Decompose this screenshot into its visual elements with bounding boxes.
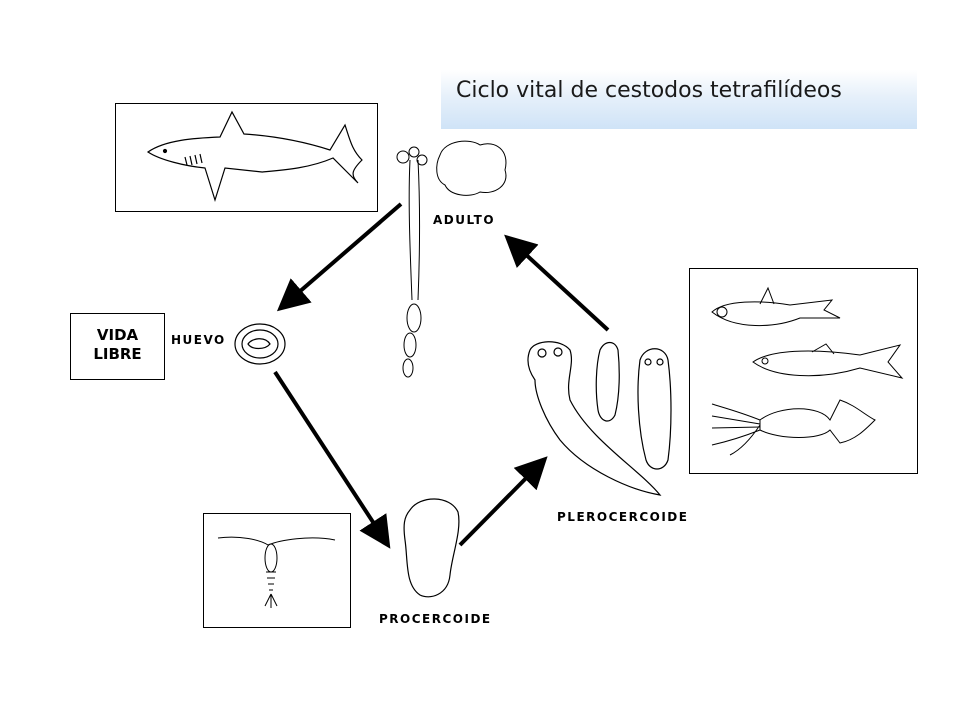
vida-libre-box: VIDA LIBRE xyxy=(70,313,165,380)
label-procercoide: PROCERCOIDE xyxy=(379,612,492,626)
arrow-adult-to-egg xyxy=(276,202,403,312)
diagram-title: Ciclo vital de cestodos tetrafilídeos xyxy=(456,78,842,103)
label-plerocercoide: PLEROCERCOIDE xyxy=(557,510,689,524)
egg-icon xyxy=(234,323,286,365)
vida-libre-line1: VIDA xyxy=(96,326,139,344)
copepod-frame xyxy=(203,513,351,628)
plerocercoid-icons xyxy=(527,341,672,496)
vida-libre-line2: LIBRE xyxy=(93,345,142,363)
copepod-icon xyxy=(217,536,336,608)
arrow-egg-to-procercoid xyxy=(273,370,391,549)
squid-icon xyxy=(711,399,876,456)
title-box: Ciclo vital de cestodos tetrafilídeos xyxy=(441,70,917,129)
procercoid-icon xyxy=(403,498,460,598)
cycle-arrows xyxy=(273,202,610,549)
fish-squid-frame xyxy=(689,268,918,474)
shark-icon xyxy=(146,110,363,203)
adult-worm-icon xyxy=(396,140,507,378)
lanternfish-icon xyxy=(711,286,841,326)
label-adulto: ADULTO xyxy=(433,213,496,227)
arrow-plerocercoid-to-adult xyxy=(504,234,610,332)
label-huevo: HUEVO xyxy=(171,333,226,347)
herring-icon xyxy=(752,343,904,379)
arrow-procercoid-to-plerocercoid xyxy=(458,456,548,547)
